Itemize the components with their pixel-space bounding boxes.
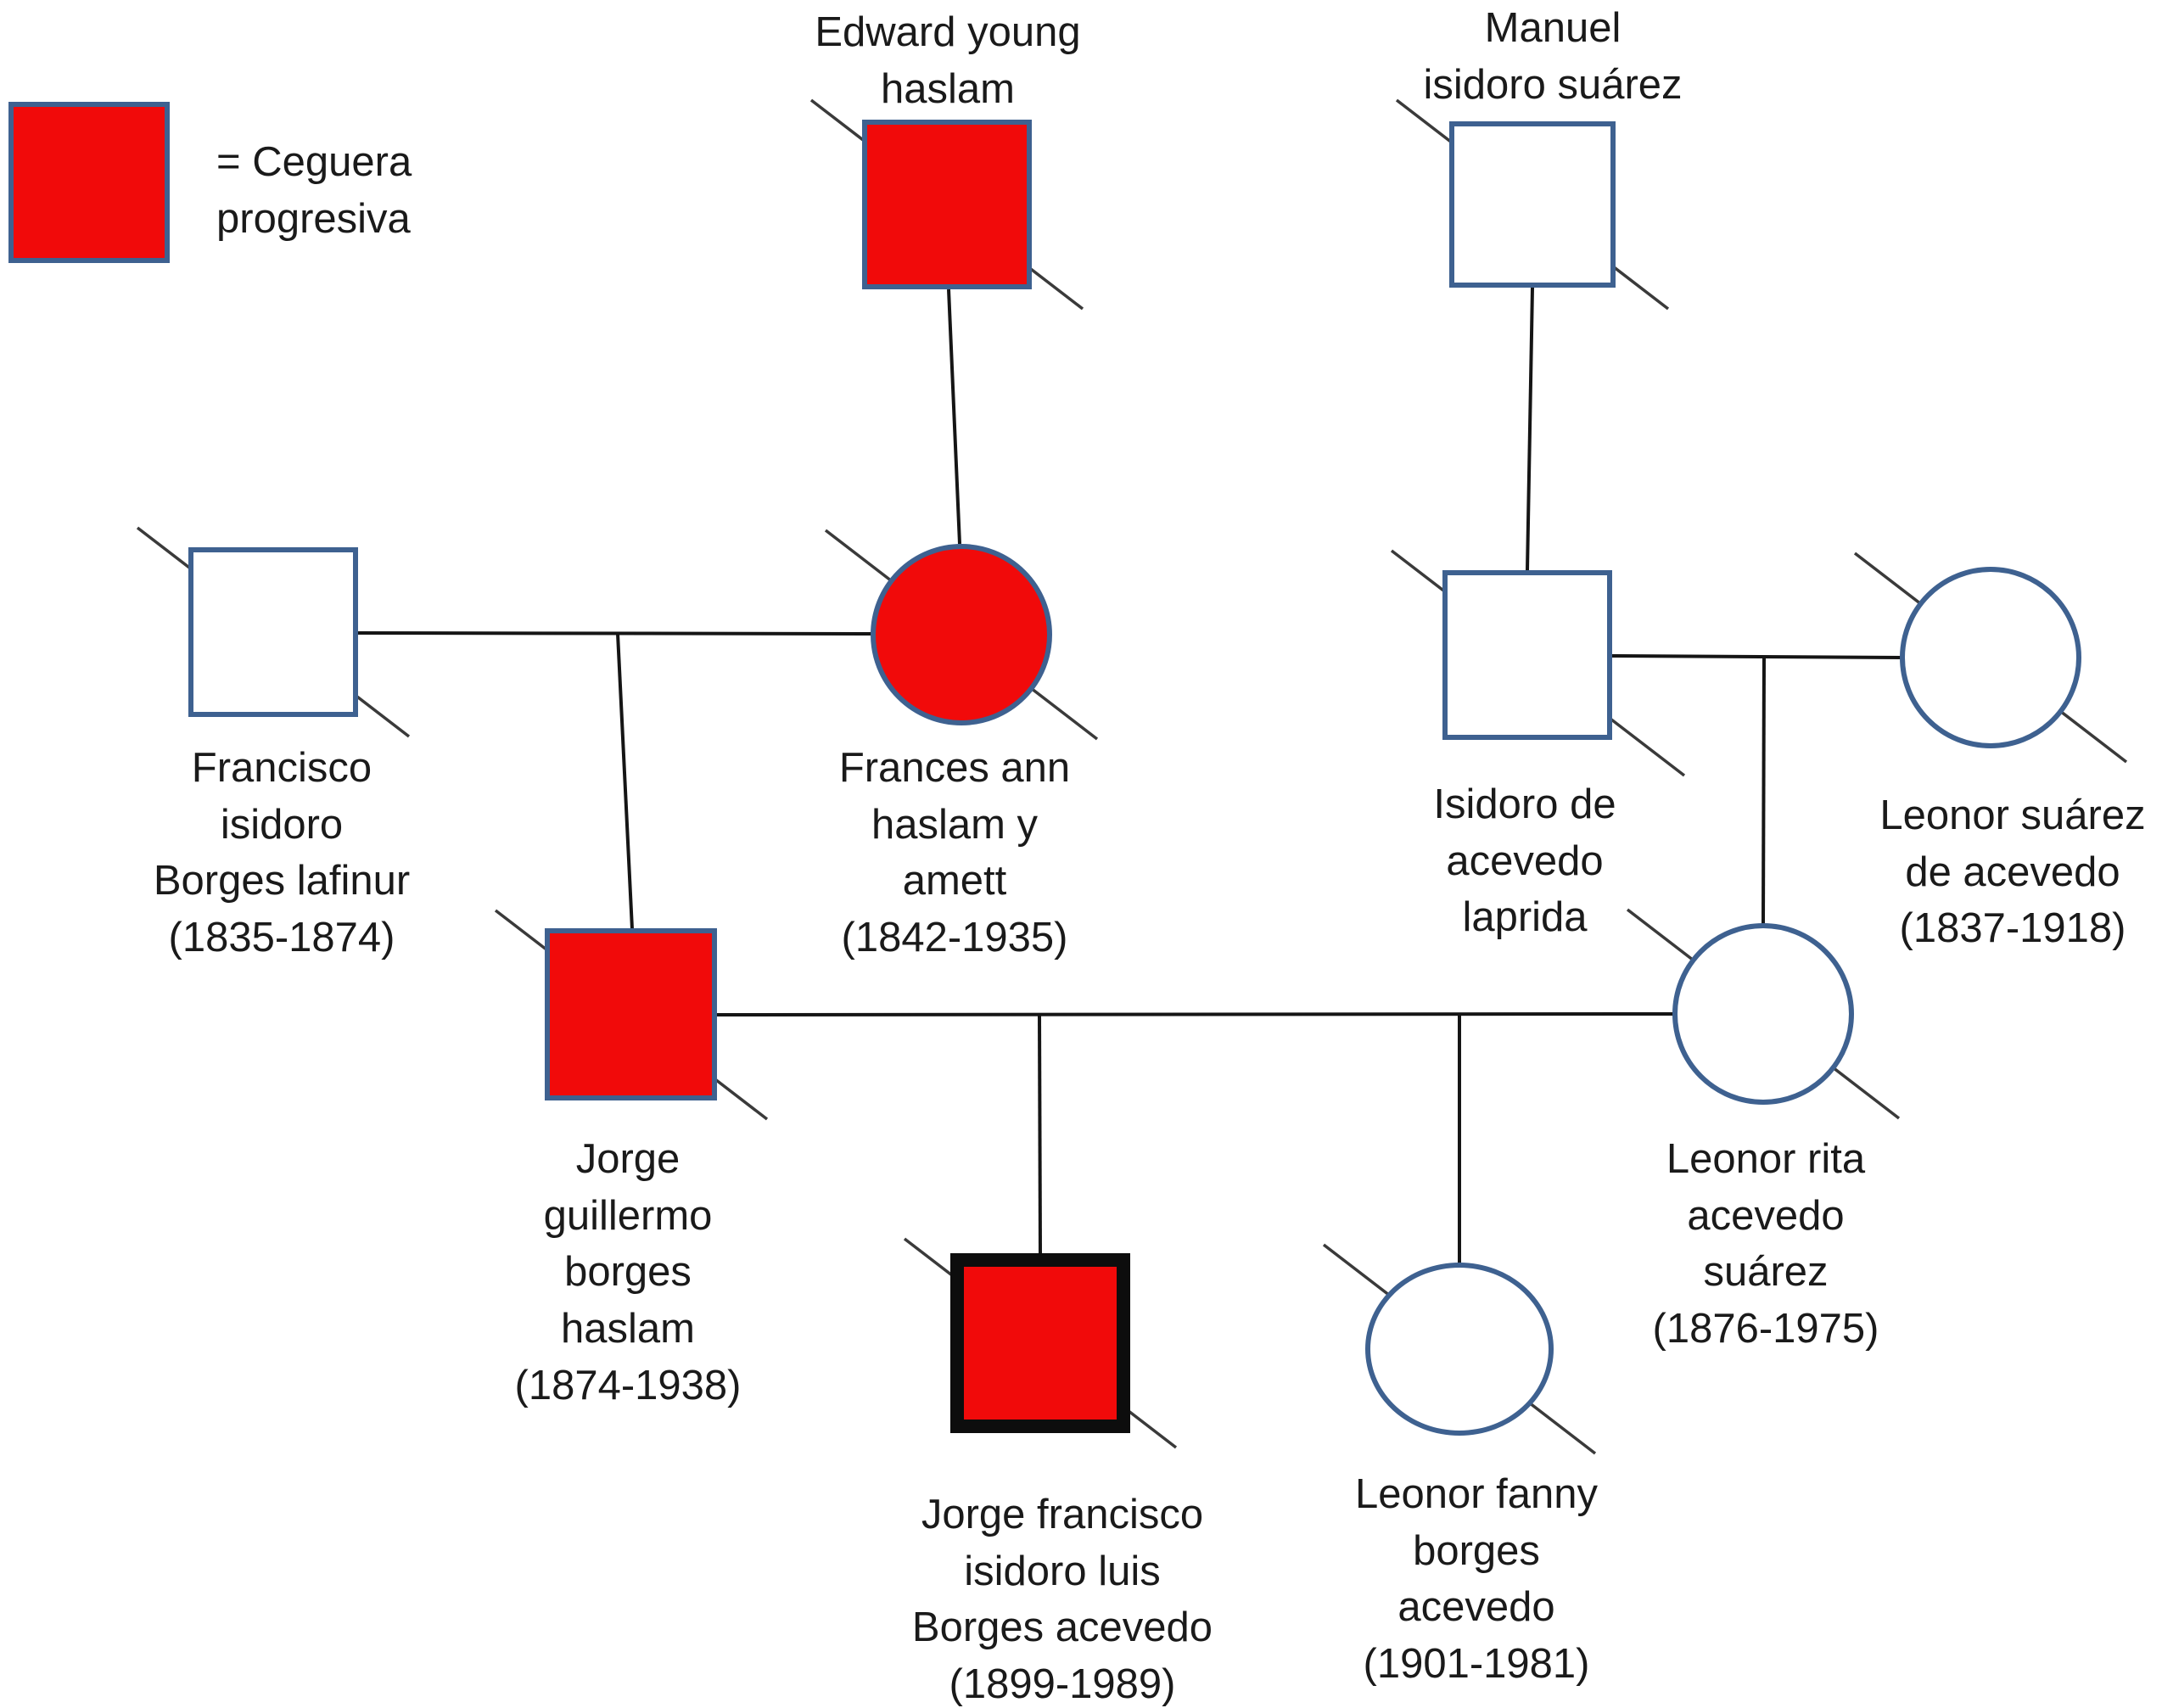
symbol-manuel-isidoro-suarez: [1449, 121, 1616, 288]
line-child-leonor-rita: [1762, 656, 1766, 925]
label-edward-young-haslam: Edward young haslam: [815, 9, 1081, 112]
symbol-leonor-suarez-de-acevedo: [1900, 567, 2081, 748]
line-marriage-jorge-guillermo-leonor-rita: [715, 1012, 1675, 1016]
label-leonor-rita-acevedo-suarez: Leonor rita acevedo suárez (1876-1975): [1652, 1136, 1879, 1352]
label-frances-ann-haslam-y-amett: Frances ann haslam y amett (1842-1935): [838, 745, 1071, 960]
line-child-jorge-guillermo: [616, 633, 634, 930]
label-manuel-isidoro-suarez: Manuel isidoro suárez: [1423, 5, 1683, 108]
symbol-edward-young-haslam: [862, 120, 1032, 289]
line-parent-manuel-isidoro: [1526, 287, 1534, 571]
line-child-jorge-francisco: [1038, 1014, 1042, 1255]
label-leonor-suarez-de-acevedo: Leonor suárez de acevedo (1837-1918): [1879, 792, 2146, 952]
symbol-leonor-rita-acevedo-suarez: [1672, 923, 1854, 1105]
symbol-leonor-fanny-borges-acevedo: [1365, 1263, 1554, 1436]
symbol-jorge-francisco-isidoro-luis-borges-acevedo: [950, 1253, 1130, 1433]
symbol-jorge-guillermo-borges-haslam: [545, 928, 717, 1100]
line-marriage-francisco-frances: [357, 631, 875, 636]
label-jorge-francisco-isidoro-luis-borges-acevedo: Jorge francisco isidoro luis Borges acev…: [911, 1492, 1213, 1707]
line-marriage-isidoro-leonor-suarez: [1610, 654, 1903, 659]
legend-affected-swatch: [8, 102, 170, 263]
label-isidoro-de-acevedo-laprida: Isidoro de acevedo laprida: [1433, 781, 1616, 941]
label-jorge-guillermo-borges-haslam: Jorge guillermo borges haslam (1874-1938…: [514, 1136, 742, 1408]
line-parent-edward-frances: [947, 288, 961, 545]
symbol-francisco-isidoro-borges-lafinur: [188, 547, 358, 717]
symbol-isidoro-de-acevedo-laprida: [1442, 570, 1612, 740]
symbol-frances-ann-haslam-y-amett: [871, 544, 1052, 725]
label-francisco-isidoro-borges-lafinur: Francisco isidoro Borges lafinur (1835-1…: [153, 745, 411, 960]
legend-label: = Ceguera progresiva: [216, 139, 412, 242]
label-leonor-fanny-borges-acevedo: Leonor fanny borges acevedo (1901-1981): [1354, 1471, 1599, 1687]
